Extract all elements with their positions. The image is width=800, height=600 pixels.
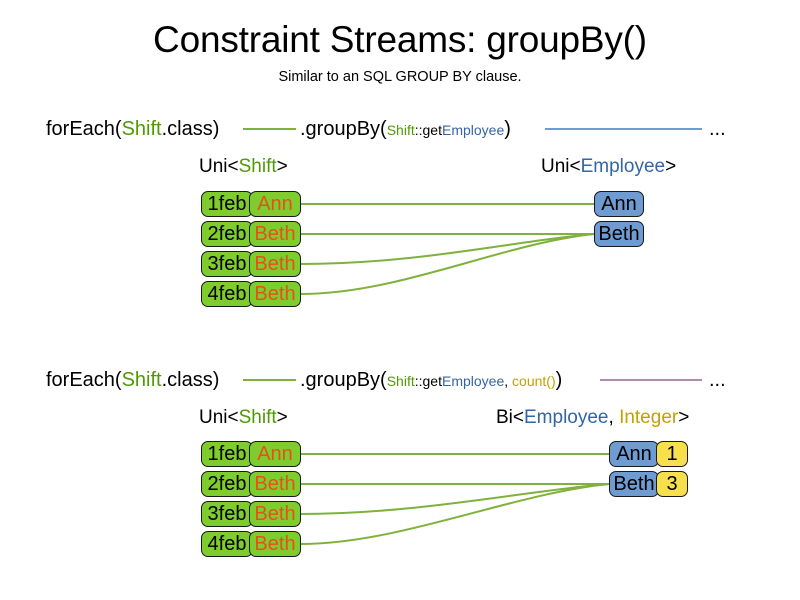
code-groupby-2: .groupBy(Shift::getEmployee, count()) [300, 368, 562, 393]
groupby-suffix-1: ) [504, 118, 511, 140]
shift-date-cell[interactable]: 1feb [201, 191, 253, 217]
foreach-suffix-1: .class) [161, 118, 220, 140]
employee-name-text: Beth [598, 223, 640, 245]
wire2-3feb-beth [299, 483, 610, 515]
shift-name-cell[interactable]: Ann [249, 441, 301, 467]
type-right-close-1: > [665, 156, 677, 177]
shift-name-text: Beth [254, 283, 296, 305]
foreach-type-2: Shift [121, 369, 162, 391]
shift-name-text: Ann [257, 193, 293, 215]
shift-date-text: 4feb [207, 533, 247, 555]
groupby-arg-sep-1: ::get [414, 122, 442, 138]
type-left-inner-2: Shift [238, 407, 277, 428]
employee-name-text: Ann [616, 443, 652, 465]
type-label-right-1: Uni<Employee> [541, 155, 676, 178]
type-left-inner-1: Shift [238, 156, 277, 177]
foreach-prefix-1: forEach( [46, 118, 122, 140]
shift-name-text: Ann [257, 443, 293, 465]
employee-name-text: Ann [601, 193, 637, 215]
shift-name-cell[interactable]: Beth [249, 281, 301, 307]
shift-date-text: 1feb [207, 193, 247, 215]
groupby-prefix-1: .groupBy( [300, 118, 387, 140]
shift-date-text: 3feb [207, 503, 247, 525]
shift-name-text: Beth [254, 253, 296, 275]
ellipsis-1: ... [709, 118, 726, 140]
groupby-arg-type-2: Shift [386, 373, 415, 389]
shift-name-text: Beth [254, 473, 296, 495]
code-line-1: forEach(Shift.class) [46, 117, 219, 141]
shift-name-cell[interactable]: Beth [249, 501, 301, 527]
type-label-right-2: Bi<Employee, Integer> [496, 406, 689, 429]
ellipsis-2: ... [709, 369, 726, 391]
shift-date-text: 1feb [207, 443, 247, 465]
count-text: 1 [666, 443, 678, 465]
groupby-arg-type-1: Shift [386, 122, 415, 138]
type-label-left-1: Uni<Shift> [199, 155, 288, 178]
type-right-comma-2: , [608, 407, 620, 428]
shift-name-cell[interactable]: Beth [249, 471, 301, 497]
code-line-2: forEach(Shift.class) [46, 368, 219, 392]
shift-name-cell[interactable]: Beth [249, 221, 301, 247]
type-right-outer-1: Uni< [541, 156, 581, 177]
count-cell[interactable]: 3 [656, 471, 688, 497]
employee-cell[interactable]: Beth [594, 221, 644, 247]
shift-date-cell[interactable]: 2feb [201, 471, 253, 497]
shift-date-cell[interactable]: 4feb [201, 531, 253, 557]
type-right-close-2: > [678, 407, 690, 428]
shift-date-cell[interactable]: 3feb [201, 501, 253, 527]
shift-date-cell[interactable]: 2feb [201, 221, 253, 247]
groupby-prefix-2: .groupBy( [300, 369, 387, 391]
shift-name-cell[interactable]: Ann [249, 191, 301, 217]
wire-4feb-beth [299, 233, 595, 295]
shift-date-cell[interactable]: 4feb [201, 281, 253, 307]
groupby-arg-prop-1: Employee [441, 122, 505, 138]
shift-name-text: Beth [254, 223, 296, 245]
count-text: 3 [666, 473, 678, 495]
shift-date-text: 3feb [207, 253, 247, 275]
type-left-close-1: > [276, 156, 288, 177]
foreach-suffix-2: .class) [161, 369, 220, 391]
shift-date-cell[interactable]: 3feb [201, 251, 253, 277]
count-cell[interactable]: 1 [656, 441, 688, 467]
type-right-inner2-2: Integer [619, 407, 679, 428]
type-right-outer-2: Bi< [496, 407, 524, 428]
page-subtitle: Similar to an SQL GROUP BY clause. [278, 69, 522, 85]
employee-cell[interactable]: Ann [594, 191, 644, 217]
foreach-type-1: Shift [121, 118, 162, 140]
shift-date-text: 2feb [207, 223, 247, 245]
wire-3feb-beth [299, 233, 595, 265]
page-title: Constraint Streams: groupBy() [153, 19, 647, 60]
type-left-close-2: > [276, 407, 288, 428]
code-groupby-1: .groupBy(Shift::getEmployee) [300, 117, 511, 142]
employee-cell[interactable]: Ann [609, 441, 659, 467]
type-label-left-2: Uni<Shift> [199, 406, 288, 429]
shift-name-cell[interactable]: Beth [249, 531, 301, 557]
type-right-inner-1: Employee [580, 156, 666, 177]
employee-name-text: Beth [613, 473, 655, 495]
foreach-prefix-2: forEach( [46, 369, 122, 391]
groupby-suffix-2: ) [555, 369, 563, 391]
shift-name-text: Beth [254, 503, 296, 525]
shift-date-cell[interactable]: 1feb [201, 441, 253, 467]
shift-name-text: Beth [254, 533, 296, 555]
type-left-outer-1: Uni< [199, 156, 239, 177]
groupby-arg-comma-2: , [504, 373, 513, 389]
shift-name-cell[interactable]: Beth [249, 251, 301, 277]
type-left-outer-2: Uni< [199, 407, 239, 428]
groupby-arg-prop-2: Employee [441, 373, 505, 389]
employee-cell[interactable]: Beth [609, 471, 659, 497]
shift-date-text: 4feb [207, 283, 247, 305]
shift-date-text: 2feb [207, 473, 247, 495]
type-right-inner-2: Employee [524, 407, 609, 428]
groupby-arg-sep-2: ::get [414, 373, 442, 389]
wire2-4feb-beth [299, 483, 610, 545]
groupby-arg-count-2: count() [512, 373, 556, 389]
